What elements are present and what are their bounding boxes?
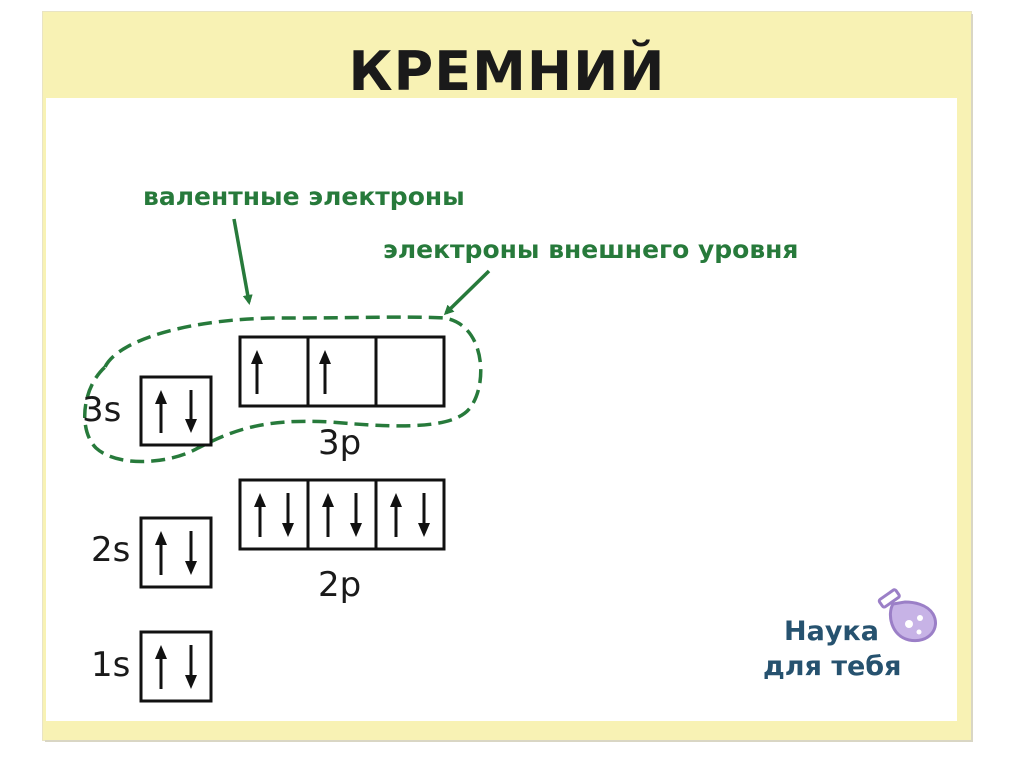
orbital-cell <box>306 478 378 551</box>
electron-up-arrowhead <box>251 350 263 364</box>
brand-line-1: Наука <box>784 616 879 647</box>
electron-up-arrowhead <box>319 350 331 364</box>
outer-level-outline <box>83 315 483 464</box>
orbital-3p <box>238 335 446 408</box>
outer-level-arrow <box>443 269 491 316</box>
electron-up-arrowhead <box>390 493 402 507</box>
electron-down-arrowhead <box>185 561 197 575</box>
valence-arrow <box>232 218 253 305</box>
outer-level-electrons-label: электроны внешнего уровня <box>383 235 798 264</box>
brand-logo: Наука для тебя <box>763 588 937 682</box>
orbital-2p <box>238 478 446 551</box>
page-title: КРЕМНИЙ <box>348 40 666 103</box>
orbital-label-3p: 3p <box>318 423 361 463</box>
orbital-label-3s: 3s <box>82 390 121 430</box>
orbital-label-2p: 2p <box>318 565 361 605</box>
electron-down-arrowhead <box>282 523 294 537</box>
electron-down-arrowhead <box>185 419 197 433</box>
orbital-cell <box>238 335 310 408</box>
orbital-cell <box>139 630 213 703</box>
flask-icon <box>877 588 937 643</box>
orbital-label-1s: 1s <box>91 645 130 685</box>
orbital-3s <box>139 375 213 447</box>
electron-up-arrowhead <box>155 390 167 404</box>
orbital-cell <box>374 478 446 551</box>
orbital-cell <box>139 375 213 447</box>
electron-up-arrowhead <box>322 493 334 507</box>
orbital-cell <box>139 516 213 589</box>
electron-up-arrowhead <box>155 531 167 545</box>
orbital-label-2s: 2s <box>91 530 130 570</box>
valence-electrons-label: валентные электроны <box>143 182 465 211</box>
orbital-1s <box>139 630 213 703</box>
orbital-cell <box>374 335 446 408</box>
electron-up-arrowhead <box>155 645 167 659</box>
brand-line-2: для тебя <box>763 651 901 682</box>
electron-up-arrowhead <box>254 493 266 507</box>
orbital-cell <box>238 478 310 551</box>
electron-down-arrowhead <box>418 523 430 537</box>
orbital-2s <box>139 516 213 589</box>
electron-down-arrowhead <box>185 675 197 689</box>
orbital-cell <box>306 335 378 408</box>
electron-down-arrowhead <box>350 523 362 537</box>
